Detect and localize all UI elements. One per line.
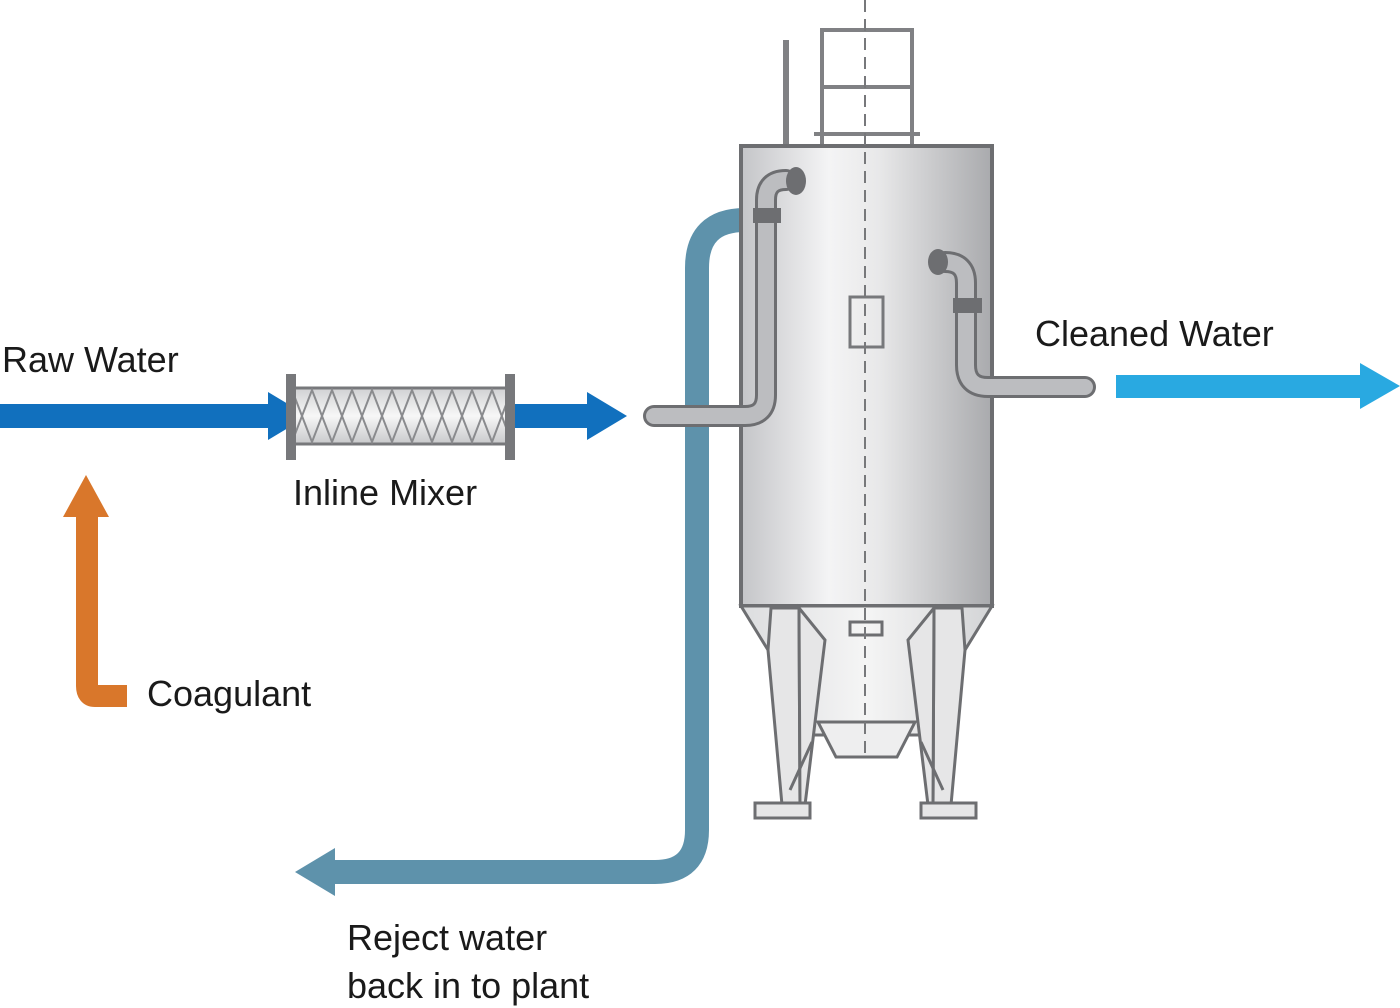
clarifier-tank: [738, 0, 995, 820]
outlet-pipe: [928, 249, 1096, 398]
cleaned-water-label: Cleaned Water: [1035, 313, 1274, 354]
reject-water-label-line2: back in to plant: [347, 965, 589, 1006]
tank-top-equipment: [783, 28, 920, 148]
reject-water-label-line1: Reject water: [347, 917, 547, 958]
raw-water-label: Raw Water: [2, 339, 179, 380]
mixer-outlet-arrow: [515, 392, 627, 440]
coagulant-arrow: [63, 475, 127, 707]
cleaned-water-arrow: [1116, 363, 1400, 409]
raw-water-arrow: [0, 392, 308, 440]
reject-water-arrow: [295, 208, 760, 896]
inline-mixer-label: Inline Mixer: [293, 472, 477, 513]
coagulant-label: Coagulant: [147, 673, 311, 714]
inline-mixer: [286, 374, 515, 460]
inlet-pipe: [643, 167, 806, 427]
